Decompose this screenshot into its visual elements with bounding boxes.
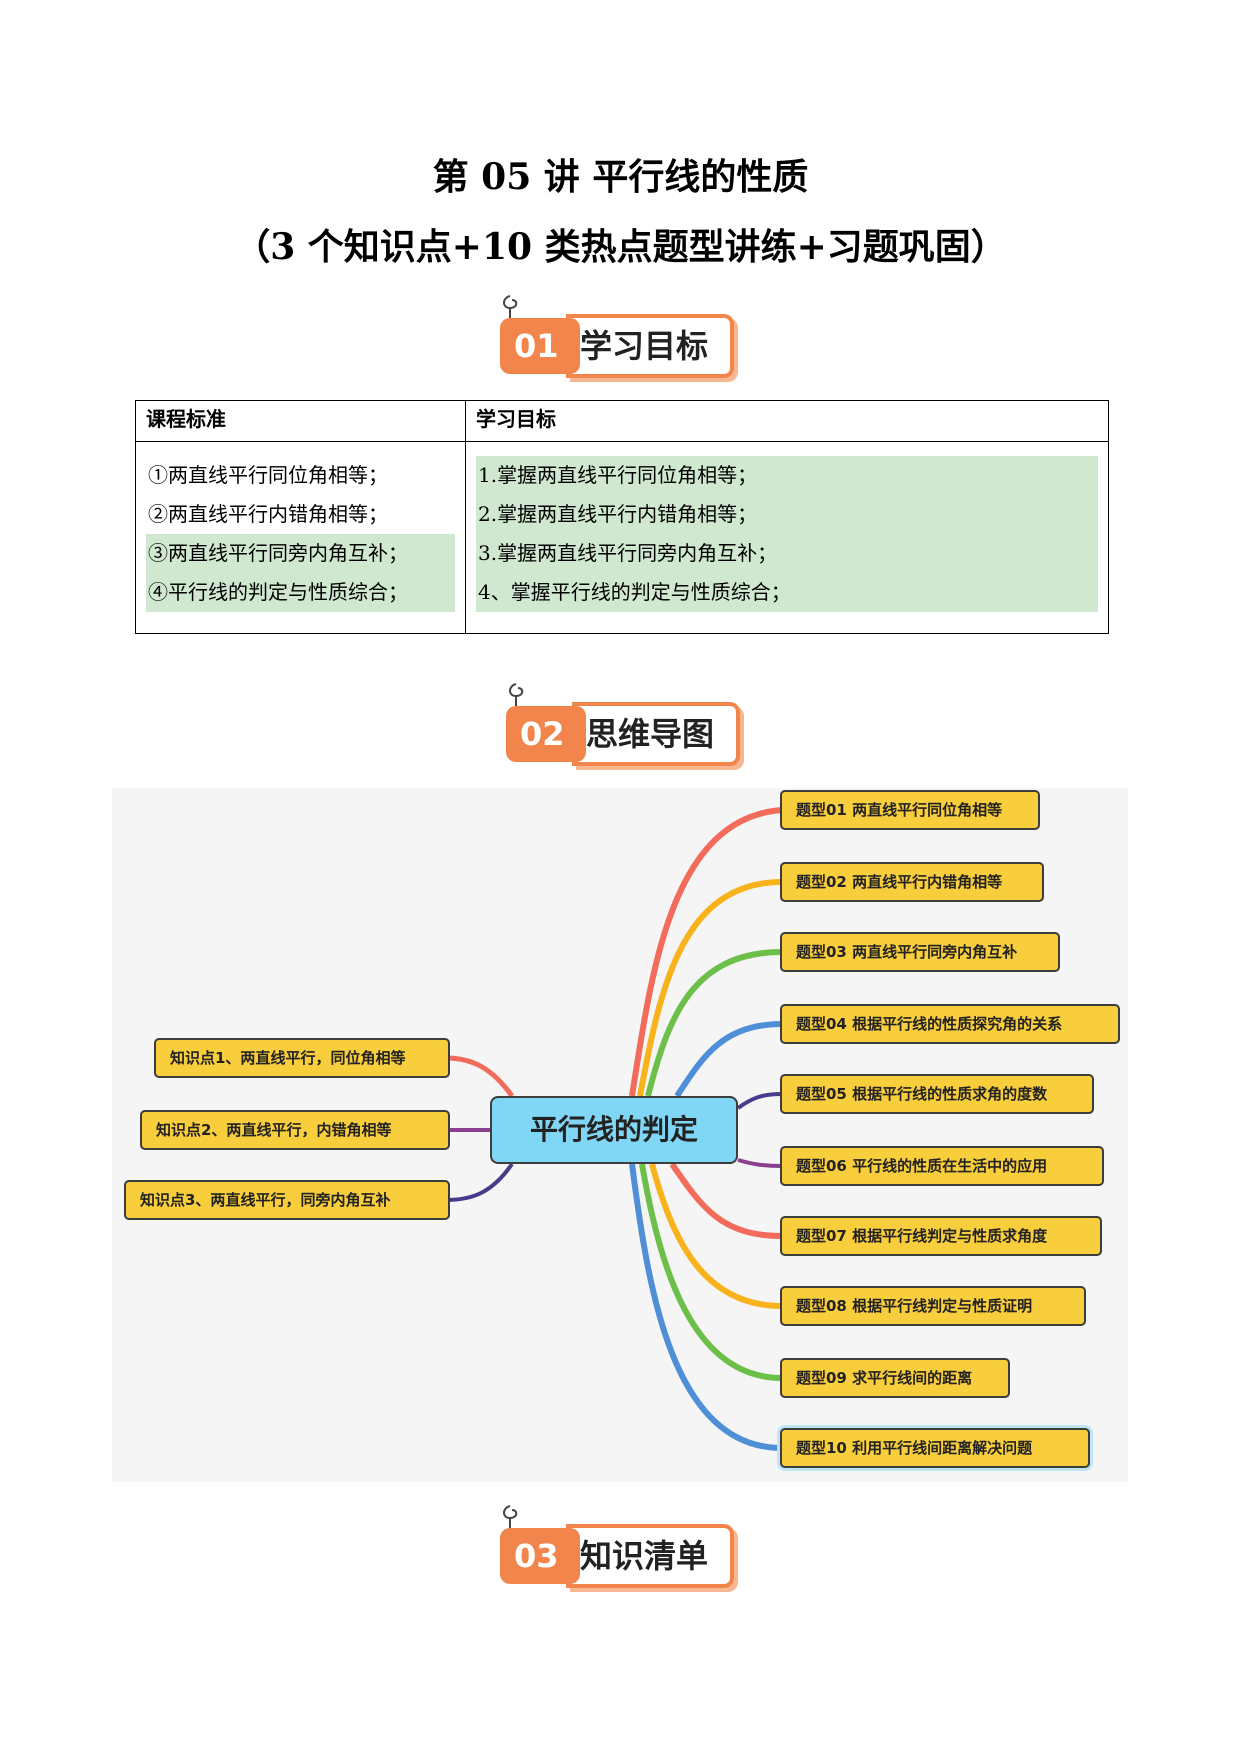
question-type-node[interactable]: 题型01 两直线平行同位角相等 xyxy=(780,790,1040,830)
table-header-objectives: 学习目标 xyxy=(465,400,1109,442)
question-type-node[interactable]: 题型10 利用平行线间距离解决问题 xyxy=(780,1428,1090,1468)
mind-map: 知识点1、两直线平行，同位角相等 知识点2、两直线平行，内错角相等 知识点3、两… xyxy=(112,788,1128,1482)
branch-line xyxy=(649,1163,783,1309)
standards-cell: ①两直线平行同位角相等； ②两直线平行内错角相等； ③两直线平行同旁内角互补； … xyxy=(135,441,466,634)
page-subtitle: （3 个知识点+10 类热点题型讲练+习题巩固） xyxy=(234,226,1007,268)
section-number: 02 xyxy=(506,706,586,762)
page-title: 第 05 讲 平行线的性质 xyxy=(432,156,809,198)
section-number: 03 xyxy=(500,1528,580,1584)
standard-item: ①两直线平行同位角相等； xyxy=(148,463,388,487)
knowledge-point-node[interactable]: 知识点3、两直线平行，同旁内角互补 xyxy=(124,1180,450,1220)
mind-map-center-node[interactable]: 平行线的判定 xyxy=(490,1096,738,1164)
table-header-standards: 课程标准 xyxy=(135,400,466,442)
standard-item: ②两直线平行内错角相等； xyxy=(148,502,388,526)
knowledge-point-node[interactable]: 知识点2、两直线平行，内错角相等 xyxy=(140,1110,450,1150)
objective-item: 2.掌握两直线平行内错角相等； xyxy=(476,495,1098,534)
objective-item: 3.掌握两直线平行同旁内角互补； xyxy=(476,534,1098,573)
objectives-cell: 1.掌握两直线平行同位角相等； 2.掌握两直线平行内错角相等； 3.掌握两直线平… xyxy=(465,441,1109,634)
branch-line xyxy=(645,949,783,1097)
question-type-node[interactable]: 题型05 根据平行线的性质求角的度数 xyxy=(780,1074,1094,1114)
branch-line xyxy=(674,1021,783,1098)
goals-table: 课程标准 学习目标 ①两直线平行同位角相等； ②两直线平行内错角相等； ③两直线… xyxy=(135,400,1109,634)
question-type-node[interactable]: 题型06 平行线的性质在生活中的应用 xyxy=(780,1146,1104,1186)
standard-item: ③两直线平行同旁内角互补； xyxy=(146,534,455,573)
branch-line xyxy=(445,1055,515,1098)
branch-line xyxy=(629,1163,783,1451)
question-type-node[interactable]: 题型08 根据平行线判定与性质证明 xyxy=(780,1286,1086,1326)
branch-line xyxy=(629,807,783,1097)
branch-line xyxy=(639,1163,783,1381)
question-type-node[interactable]: 题型03 两直线平行同旁内角互补 xyxy=(780,932,1060,972)
section-number: 01 xyxy=(500,318,580,374)
question-type-node[interactable]: 题型09 求平行线间的距离 xyxy=(780,1358,1010,1398)
objective-item: 4、掌握平行线的判定与性质综合； xyxy=(476,573,1098,612)
branch-line xyxy=(637,879,783,1097)
section-label: 知识清单 xyxy=(555,1524,735,1588)
question-type-node[interactable]: 题型04 根据平行线的性质探究角的关系 xyxy=(780,1004,1120,1044)
mind-map-branches xyxy=(445,807,783,1451)
section-label: 思维导图 xyxy=(561,702,741,766)
standard-item: ④平行线的判定与性质综合； xyxy=(146,573,455,612)
branch-line xyxy=(737,1158,783,1168)
section-label: 学习目标 xyxy=(555,314,735,378)
objective-item: 1.掌握两直线平行同位角相等； xyxy=(476,456,1098,495)
branch-line xyxy=(445,1162,514,1202)
question-type-node[interactable]: 题型02 两直线平行内错角相等 xyxy=(780,862,1044,902)
branch-line xyxy=(669,1162,783,1239)
question-type-node[interactable]: 题型07 根据平行线判定与性质求角度 xyxy=(780,1216,1102,1256)
knowledge-point-node[interactable]: 知识点1、两直线平行，同位角相等 xyxy=(154,1038,450,1078)
branch-line xyxy=(736,1092,783,1110)
